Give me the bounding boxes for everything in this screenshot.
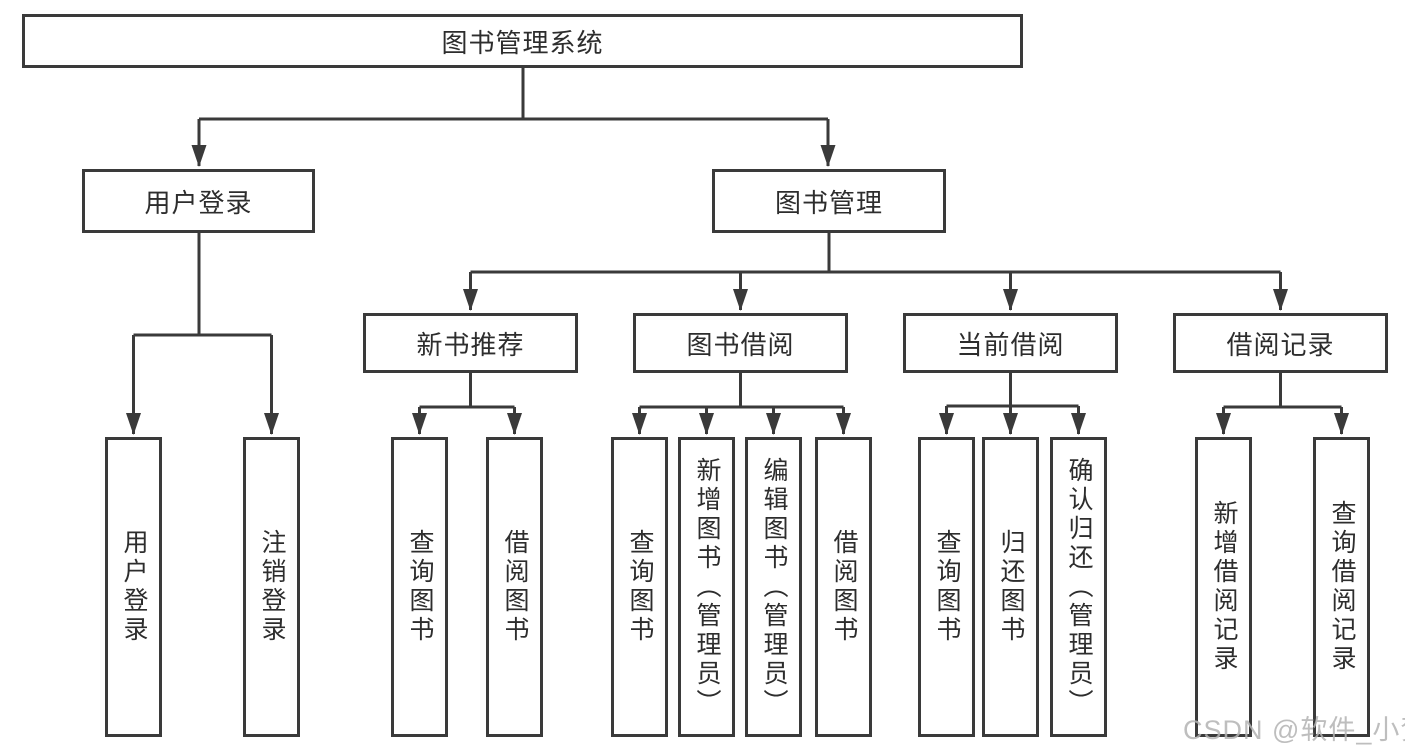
csdn-watermark: CSDN @软件_小贺同学 [1183, 715, 1405, 745]
node-confirm-return-admin: 确认归还（管理员） [1050, 437, 1107, 737]
node-book-management: 图书管理 [712, 169, 946, 233]
leaf-label: 查询图书 [406, 529, 434, 645]
leaf-label: 查询图书 [933, 529, 961, 645]
leaf-label: 新增图书（管理员） [693, 456, 721, 718]
leaf-label: 借阅图书 [830, 529, 858, 645]
node-query-borrow-record: 查询借阅记录 [1313, 437, 1370, 737]
node-borrow-records: 借阅记录 [1173, 313, 1388, 373]
leaf-label: 新增借阅记录 [1210, 500, 1238, 674]
node-book-borrow: 图书借阅 [633, 313, 848, 373]
node-return-books: 归还图书 [982, 437, 1039, 737]
leaf-label: 查询图书 [626, 529, 654, 645]
leaf-label: 注销登录 [258, 529, 286, 645]
leaf-label: 编辑图书（管理员） [760, 456, 788, 718]
node-root: 图书管理系统 [22, 14, 1023, 68]
node-edit-book-admin: 编辑图书（管理员） [745, 437, 802, 737]
node-add-book-admin: 新增图书（管理员） [678, 437, 735, 737]
node-user-login-leaf: 用户登录 [105, 437, 162, 737]
node-user-login: 用户登录 [82, 169, 315, 233]
node-borrow-books-recommend: 借阅图书 [486, 437, 543, 737]
leaf-label: 用户登录 [120, 529, 148, 645]
leaf-label: 查询借阅记录 [1328, 500, 1356, 674]
node-query-books-current: 查询图书 [918, 437, 975, 737]
node-current-borrow: 当前借阅 [903, 313, 1118, 373]
node-borrow-books-leaf: 借阅图书 [815, 437, 872, 737]
node-add-borrow-record: 新增借阅记录 [1195, 437, 1252, 737]
node-logout: 注销登录 [243, 437, 300, 737]
node-new-book-recommend: 新书推荐 [363, 313, 578, 373]
leaf-label: 借阅图书 [501, 529, 529, 645]
node-query-books-borrow: 查询图书 [611, 437, 668, 737]
leaf-label: 确认归还（管理员） [1065, 456, 1093, 718]
leaf-label: 归还图书 [997, 529, 1025, 645]
node-query-books-recommend: 查询图书 [391, 437, 448, 737]
